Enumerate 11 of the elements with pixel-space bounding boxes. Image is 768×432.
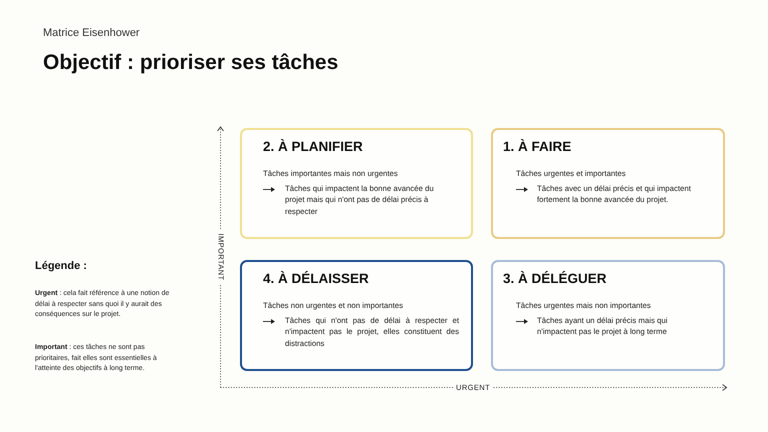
- quadrant-heading: 1. À FAIRE: [503, 139, 572, 155]
- quadrant-box: [240, 128, 473, 239]
- subtitle: Matrice Eisenhower: [43, 27, 140, 40]
- quadrant-heading: 4. À DÉLAISSER: [263, 271, 369, 287]
- legend-heading: Légende :: [35, 259, 87, 273]
- title: Objectif : prioriser ses tâches: [43, 50, 338, 75]
- quadrant-box: [240, 260, 473, 371]
- quadrant-box: [491, 260, 725, 371]
- quadrant-box: [491, 128, 725, 239]
- quadrant-heading: 2. À PLANIFIER: [263, 139, 363, 155]
- quadrant-heading: 3. À DÉLÉGUER: [503, 271, 607, 287]
